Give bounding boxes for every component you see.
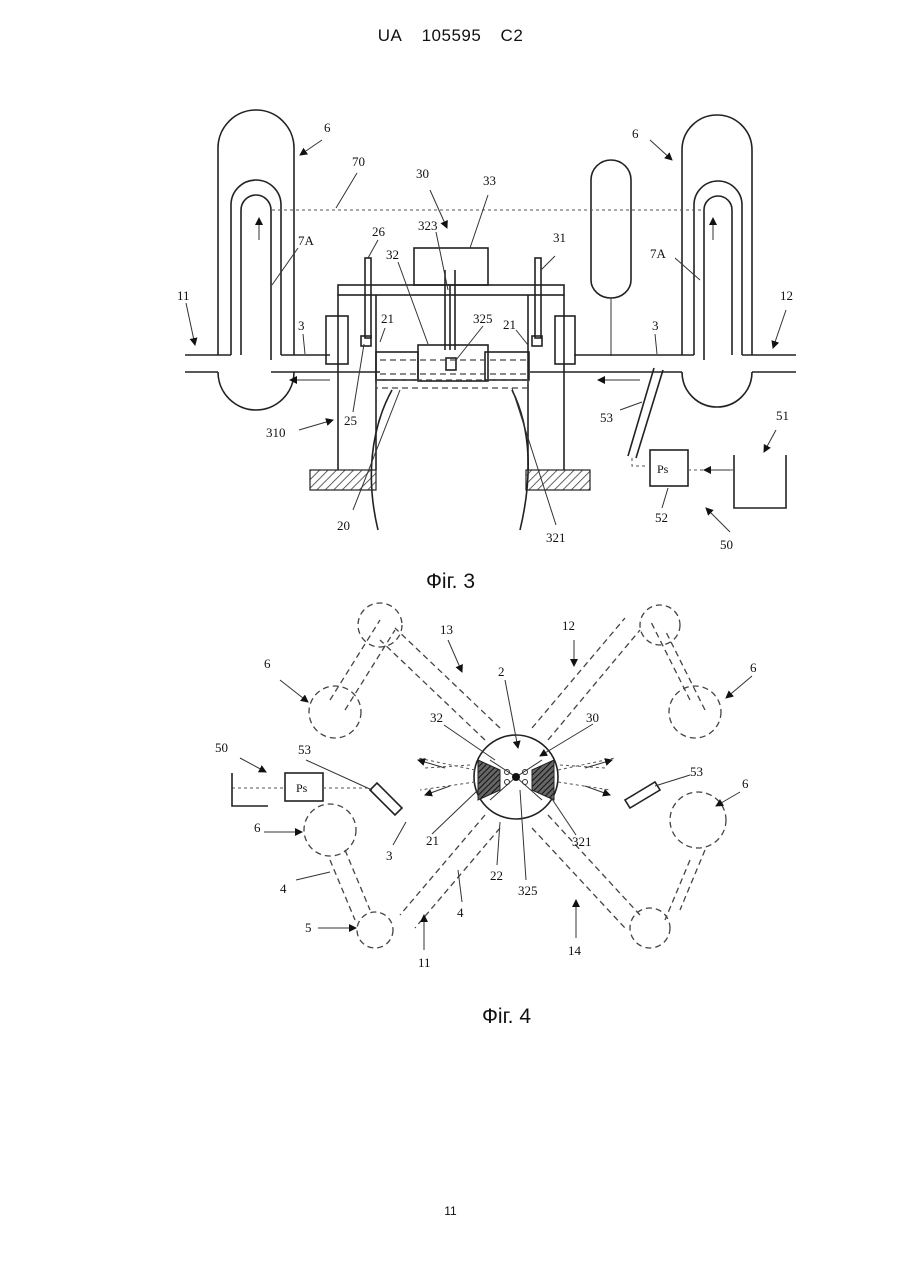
fig3-label-7A-right: 7A bbox=[650, 246, 667, 261]
fig3-label-25: 25 bbox=[344, 413, 357, 428]
fig4-label-53-right: 53 bbox=[690, 764, 703, 779]
fig3-label-20: 20 bbox=[337, 518, 350, 533]
left-loop-outer bbox=[218, 110, 294, 355]
fig3-label-52: 52 bbox=[655, 510, 668, 525]
fig4-label-50: 50 bbox=[215, 740, 228, 755]
fig4-label-6-tr: 6 bbox=[750, 660, 757, 675]
fig4-label-11: 11 bbox=[418, 955, 431, 970]
fig3-label-11: 11 bbox=[177, 288, 190, 303]
page-number: 11 bbox=[0, 1204, 901, 1218]
fig3-label-50: 50 bbox=[720, 537, 733, 552]
fig4-ps-text: Ps bbox=[296, 781, 308, 795]
fig3-label-31: 31 bbox=[553, 230, 566, 245]
fig3-label-21-left: 21 bbox=[381, 311, 394, 326]
fig3-label-310: 310 bbox=[266, 425, 286, 440]
fig4-label-12: 12 bbox=[562, 618, 575, 633]
fig4-label-4-left: 4 bbox=[280, 881, 287, 896]
fig3-label-325: 325 bbox=[473, 311, 493, 326]
fig4-label-6-br: 6 bbox=[742, 776, 749, 791]
fig3-label-32: 32 bbox=[386, 247, 399, 262]
fig3-label-70: 70 bbox=[352, 154, 365, 169]
fig4-label-321: 321 bbox=[572, 834, 592, 849]
fig4-label-14: 14 bbox=[568, 943, 582, 958]
fig4-label-5: 5 bbox=[305, 920, 312, 935]
fig3-label-321: 321 bbox=[546, 530, 566, 545]
figure-4-caption: Фіг. 4 bbox=[56, 1005, 901, 1029]
fig4-label-32: 32 bbox=[430, 710, 443, 725]
figure-3-caption: Фіг. 3 bbox=[0, 570, 901, 594]
fig3-label-6-left: 6 bbox=[324, 120, 331, 135]
fig3-label-53: 53 bbox=[600, 410, 613, 425]
fig4-label-53-left: 53 bbox=[298, 742, 311, 757]
fig4-label-6-tl: 6 bbox=[264, 656, 271, 671]
fig3-label-21-right: 21 bbox=[503, 317, 516, 332]
fig4-label-325: 325 bbox=[518, 883, 538, 898]
fig3-ps-text: Ps bbox=[657, 462, 669, 476]
fig4-label-22: 22 bbox=[490, 868, 503, 883]
fig4-label-4-mid: 4 bbox=[457, 905, 464, 920]
fig4-label-6-bl: 6 bbox=[254, 820, 261, 835]
fig3-label-51: 51 bbox=[776, 408, 789, 423]
fig4-label-21: 21 bbox=[426, 833, 439, 848]
fig3-label-33: 33 bbox=[483, 173, 496, 188]
fig3-label-3-left: 3 bbox=[298, 318, 305, 333]
fig4-label-3: 3 bbox=[386, 848, 393, 863]
fig3-label-3-right: 3 bbox=[652, 318, 659, 333]
fig3-label-12: 12 bbox=[780, 288, 793, 303]
fig4-label-13: 13 bbox=[440, 622, 453, 637]
fig3-label-6-right: 6 bbox=[632, 126, 639, 141]
fig3-label-26: 26 bbox=[372, 224, 386, 239]
fig3-label-323: 323 bbox=[418, 218, 438, 233]
fig4-label-30: 30 bbox=[586, 710, 599, 725]
fig4-label-2: 2 bbox=[498, 664, 505, 679]
fig3-label-30: 30 bbox=[416, 166, 429, 181]
fig3-label-7A-left: 7A bbox=[298, 233, 315, 248]
